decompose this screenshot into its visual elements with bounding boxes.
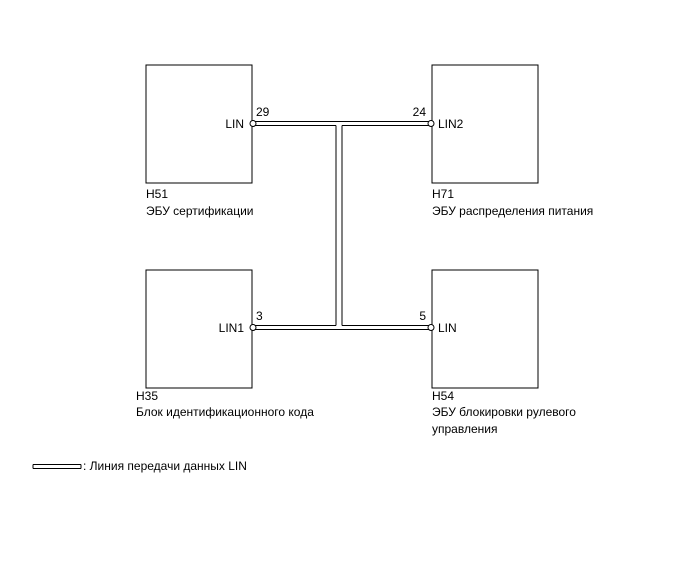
legend: : Линия передачи данных LIN [32,459,247,473]
pin-number-h71: 24 [413,105,427,119]
component-name-h54-line1: ЭБУ блокировки рулевого [432,405,576,419]
terminal-h54 [427,324,435,331]
terminal-h35 [249,324,257,331]
pin-label-h54: LIN [438,321,457,335]
ecu-box-h51 [145,64,253,184]
ecu-box-h35 [145,269,253,389]
component-name-h54-line2: управления [432,422,497,436]
component-code-h35: H35 [136,389,158,403]
ecu-box-h71 [431,64,539,184]
legend-text: : Линия передачи данных LIN [83,459,247,473]
component-code-h71: H71 [432,187,454,201]
pin-number-h54: 5 [419,309,426,323]
terminal-h51 [249,120,257,127]
pin-label-h71: LIN2 [438,117,464,131]
ecu-box-h54 [431,269,539,389]
component-name-h35: Блок идентификационного кода [136,405,314,419]
component-code-h51: H51 [146,187,168,201]
terminal-h71 [427,120,435,127]
pin-number-h35: 3 [256,309,263,323]
lin-bus-wiring [255,121,429,330]
pin-label-h51: LIN [225,117,244,131]
pin-number-h51: 29 [256,105,270,119]
pin-label-h35: LIN1 [219,321,245,335]
component-name-h51: ЭБУ сертификации [146,204,254,218]
component-name-h71: ЭБУ распределения питания [432,204,593,218]
component-code-h54: H54 [432,389,454,403]
legend-line-symbol [32,464,82,469]
